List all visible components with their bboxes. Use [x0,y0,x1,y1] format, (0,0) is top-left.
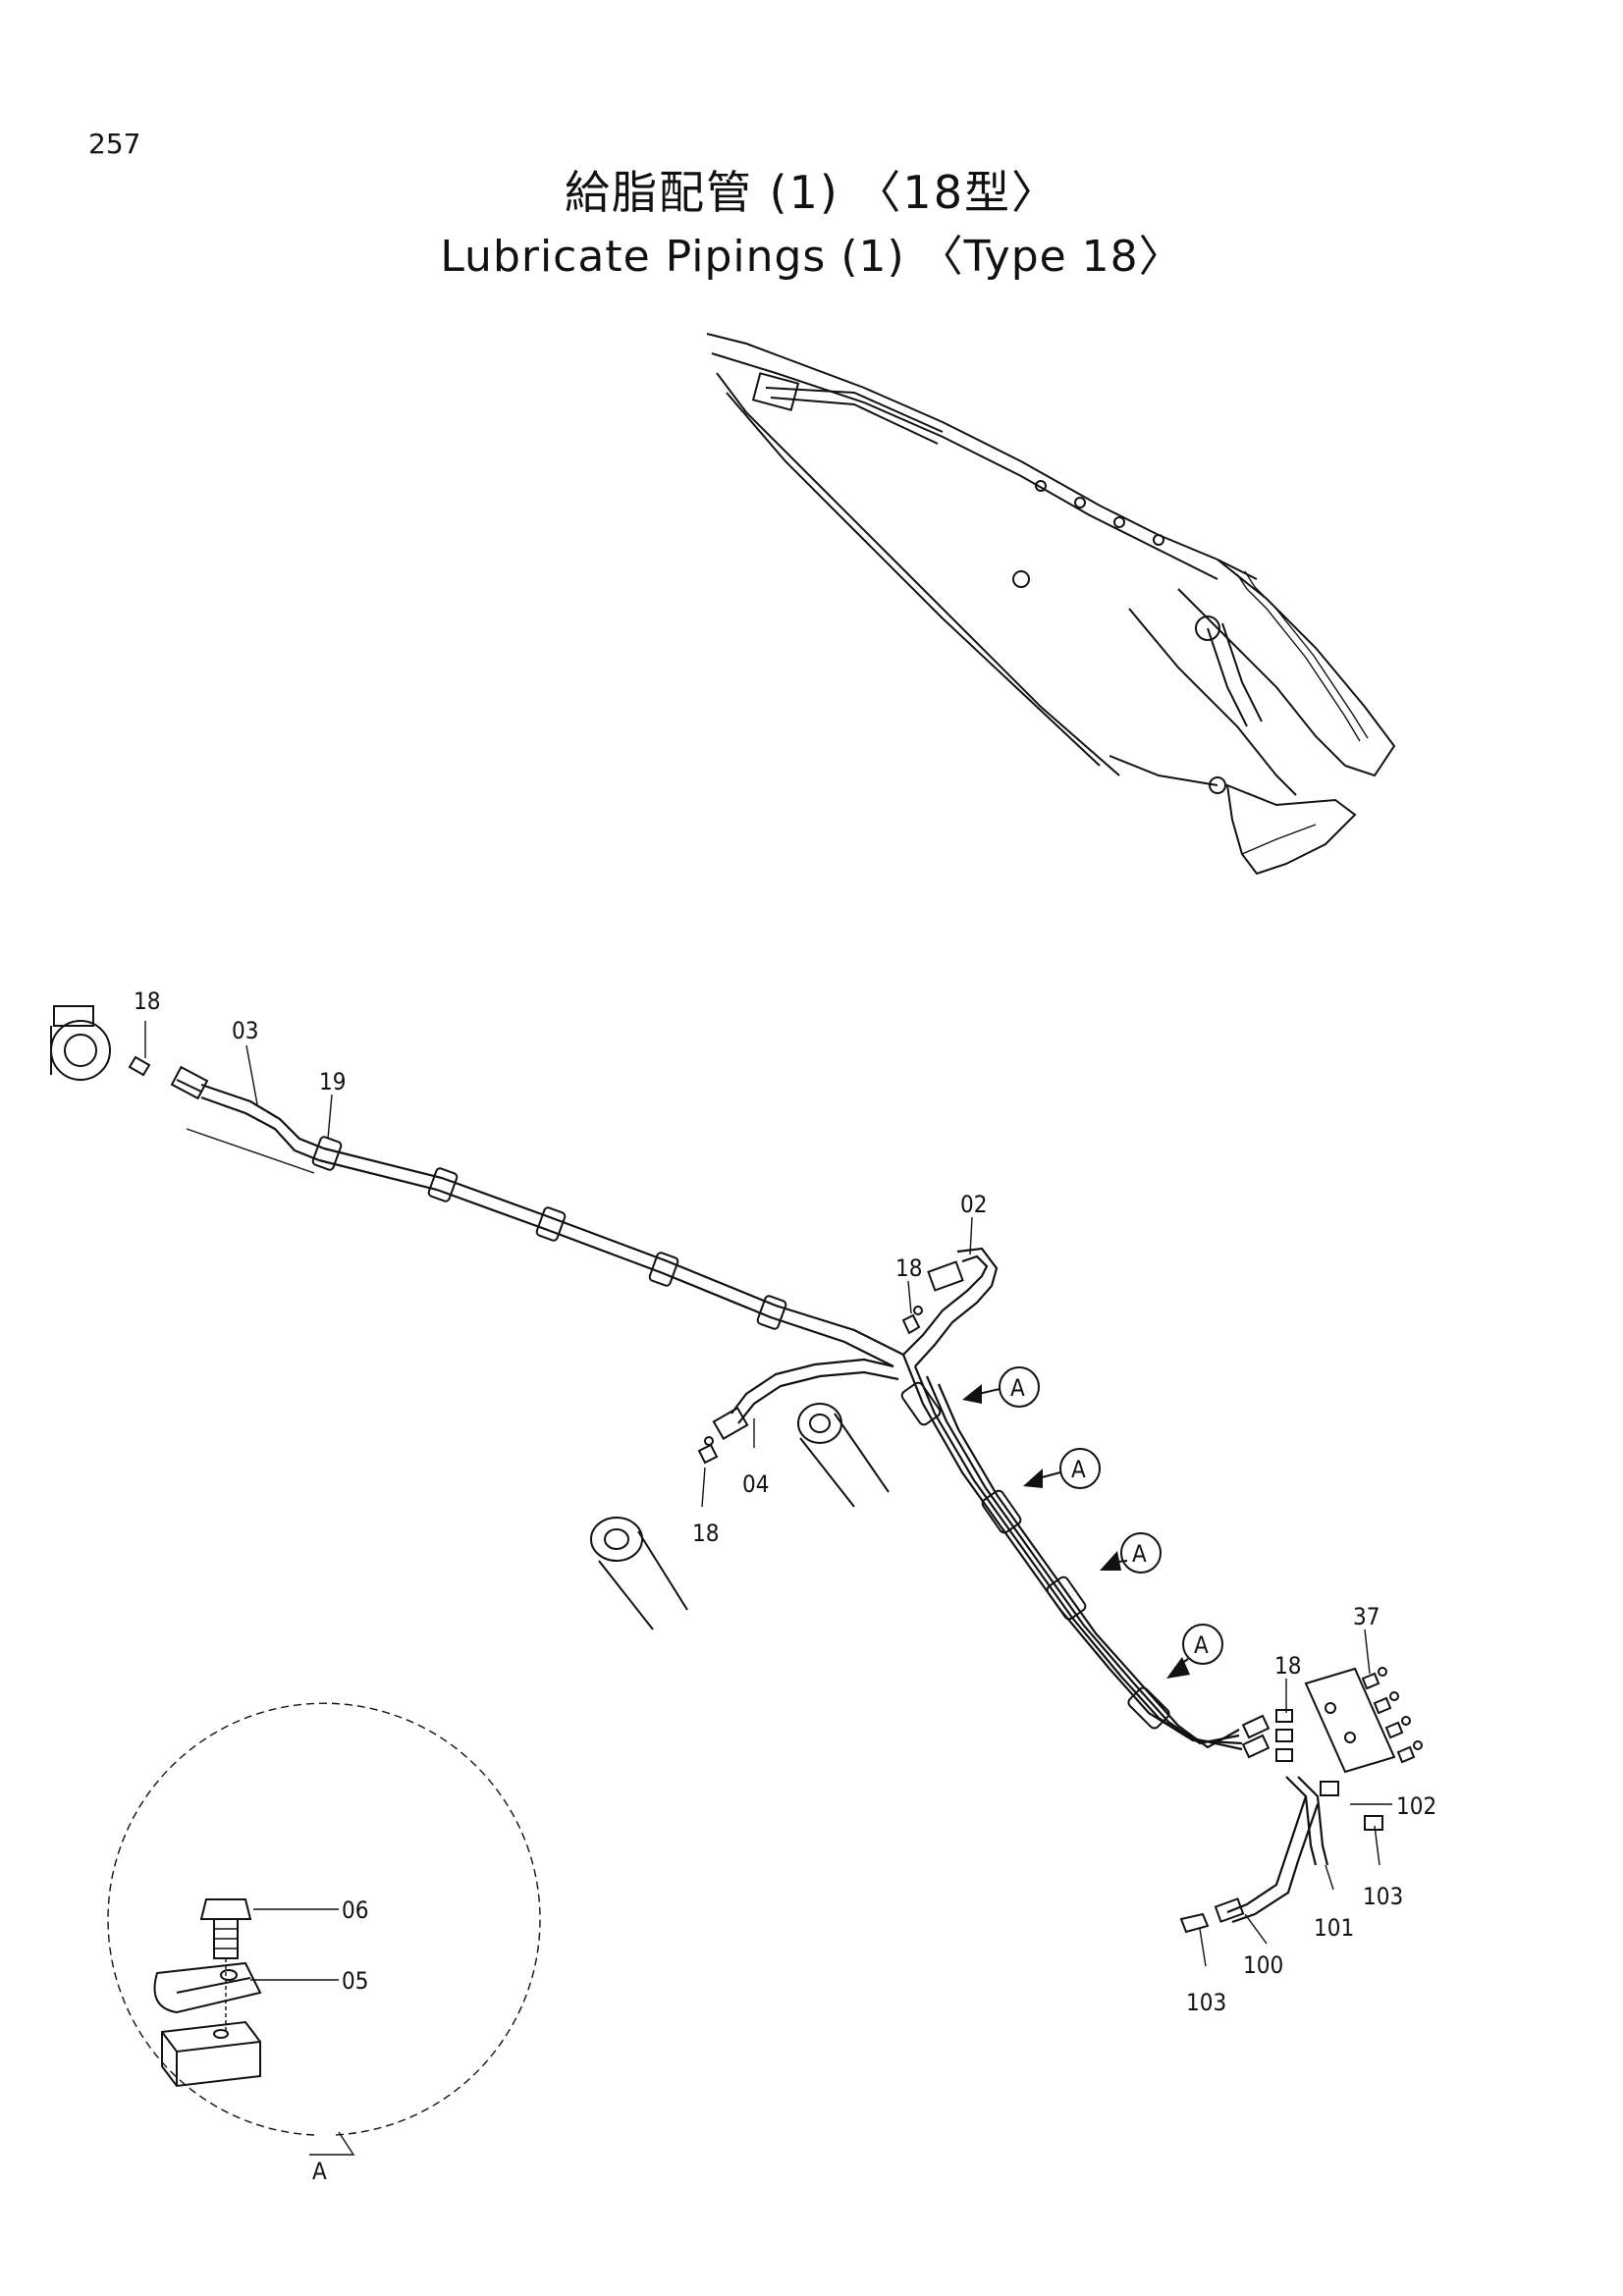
label-101: 101 [1314,1914,1354,1942]
label-19: 19 [319,1068,346,1095]
callout-markers: A A A A [962,1366,1223,1679]
title-japanese: 給脂配管 (1) 〈18型〉 [565,166,1058,219]
label-18-lower: 18 [692,1520,719,1547]
label-06: 06 [342,1896,368,1924]
label-103-bottom: 103 [1186,1989,1226,2016]
title-english: Lubricate Pipings (1) 〈Type 18〉 [440,232,1183,282]
callout-a-4: A [1194,1631,1209,1659]
clamp-05 [153,1961,262,2014]
end-fittings [1241,1709,1293,1762]
mounting-block [161,1958,261,2088]
part-number-labels: 18 03 19 02 18 04 18 18 37 102 103 101 1… [134,988,1436,2016]
label-18-middle: 18 [895,1255,922,1282]
label-18-right: 18 [1274,1652,1301,1680]
page-number: 257 [88,128,141,160]
boom-pipe-clamps [1035,480,1164,546]
label-04: 04 [742,1470,769,1498]
callout-a-2: A [1071,1456,1086,1483]
callout-a-3: A [1132,1540,1147,1568]
label-02: 02 [960,1191,987,1218]
bolt-06 [199,1898,252,1959]
descending-clamps [900,1381,1170,1730]
label-103-right: 103 [1363,1883,1403,1910]
left-pin-boss [50,1005,111,1081]
label-100: 100 [1243,1951,1283,1979]
grease-manifold [1304,1667,1423,1774]
leader-lines [144,1021,1392,1967]
center-pin-bosses [590,1403,890,1630]
label-05: 05 [342,1967,368,1995]
pipe-clamps-row [311,1136,787,1330]
boom-arm-overview [706,333,1396,876]
callout-a-1: A [1010,1374,1025,1402]
lube-piping-main [50,1005,1423,1934]
label-03: 03 [232,1017,258,1044]
detail-view-label: A [312,2158,327,2185]
label-102: 102 [1396,1792,1436,1820]
label-18-left: 18 [134,988,160,1015]
detail-view-a: 06 05 A [107,1702,541,2185]
label-37: 37 [1353,1603,1380,1630]
